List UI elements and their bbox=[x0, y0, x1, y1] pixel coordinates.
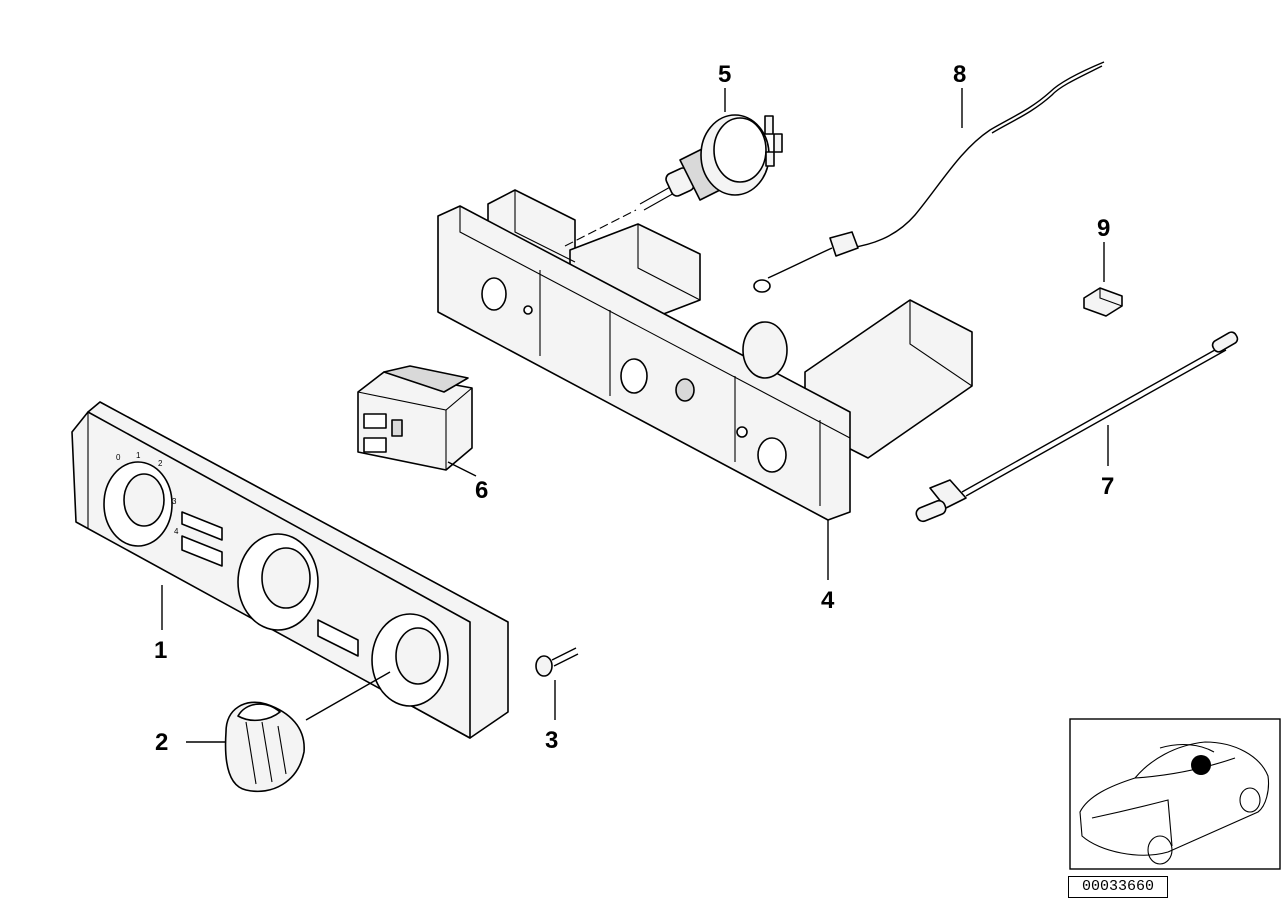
part-9-clip bbox=[1083, 287, 1123, 317]
callout-7: 7 bbox=[1101, 473, 1114, 500]
part-6-switch-block bbox=[357, 365, 473, 471]
leader-6 bbox=[447, 461, 477, 477]
diagram-reference-number: 00033660 bbox=[1068, 876, 1168, 898]
callout-2: 2 bbox=[155, 729, 168, 756]
callout-9: 9 bbox=[1097, 215, 1110, 242]
callout-5: 5 bbox=[718, 61, 731, 88]
part-2-knob bbox=[224, 701, 305, 793]
part-7-cable bbox=[915, 331, 1239, 523]
dial-mark-0: 0 bbox=[116, 453, 121, 462]
callout-3: 3 bbox=[545, 727, 558, 754]
callout-1: 1 bbox=[154, 637, 167, 664]
part-3-screw bbox=[535, 647, 579, 677]
vehicle-location-inset bbox=[1069, 718, 1281, 870]
part-5-rotary-switch bbox=[564, 114, 783, 247]
part-1-control-panel: 0 1 2 3 4 bbox=[71, 401, 509, 739]
callout-6: 6 bbox=[475, 477, 488, 504]
callout-4: 4 bbox=[821, 587, 835, 614]
leader-2b bbox=[305, 671, 391, 721]
dial-mark-4: 4 bbox=[174, 527, 179, 536]
dial-mark-3: 3 bbox=[172, 497, 177, 506]
dial-mark-1: 1 bbox=[136, 451, 141, 460]
part-8-cable bbox=[753, 61, 1105, 293]
callout-8: 8 bbox=[953, 61, 966, 88]
dial-mark-2: 2 bbox=[158, 459, 163, 468]
location-marker-icon bbox=[1191, 755, 1211, 775]
part-4-housing bbox=[437, 189, 973, 521]
